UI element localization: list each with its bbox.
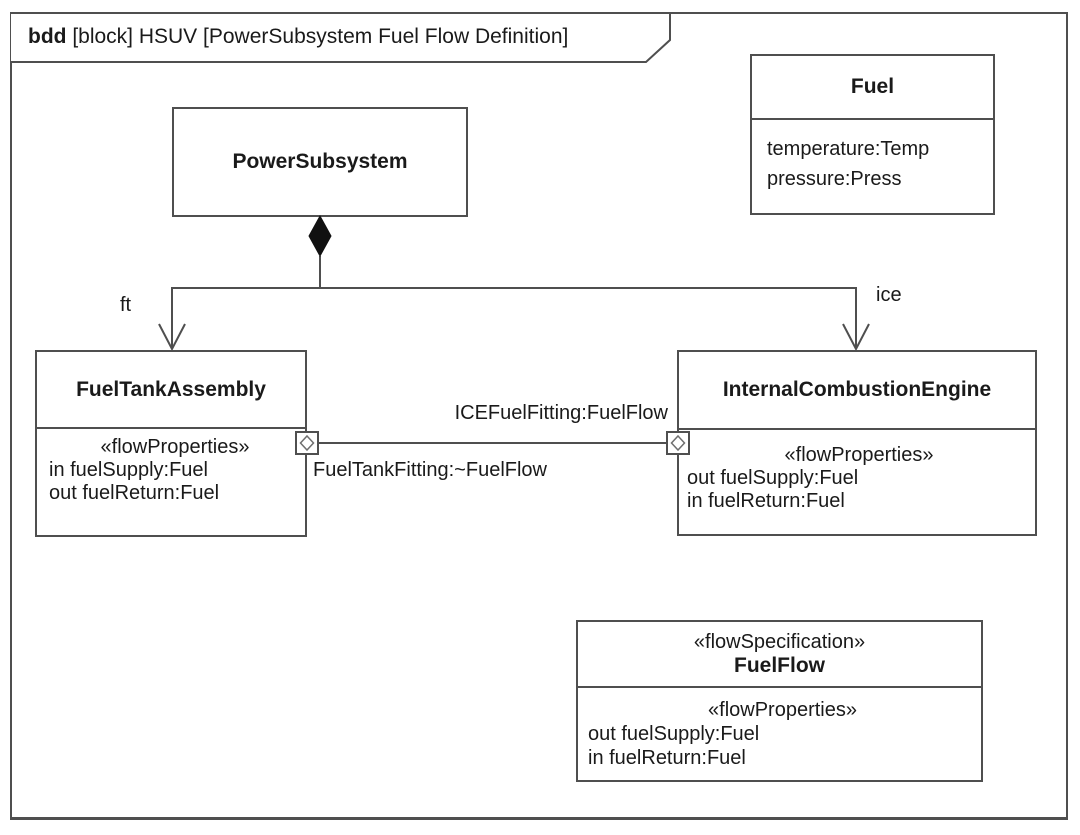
stereotype-label: «flowProperties» [784,444,934,466]
block-title: InternalCombustionEngine [722,378,992,401]
flow-property-item: in fuelReturn:Fuel [687,490,845,512]
diagram-kind-keyword: bdd [28,25,67,48]
block-title: Fuel [850,75,895,98]
block-compartment: «flowProperties» out fuelSupply:Fuel in … [679,430,1035,534]
block-compartment: «flowProperties» out fuelSupply:Fuel in … [578,688,981,780]
flow-property-item: out fuelSupply:Fuel [687,467,859,489]
block-title: FuelFlow [734,653,825,677]
role-label-ft: ft [120,294,132,316]
flow-property-item: out fuelReturn:Fuel [49,482,220,504]
diagram-title: bdd [block] HSUV [PowerSubsystem Fuel Fl… [28,25,568,49]
block-header: Fuel [752,56,993,120]
attribute-item: pressure:Press [767,168,902,190]
connector-end-label-top: ICEFuelFitting:FuelFlow [454,402,668,424]
block-fuel-tank-assembly[interactable]: FuelTankAssembly «flowProperties» in fue… [35,350,307,537]
block-power-subsystem[interactable]: PowerSubsystem [172,107,468,217]
block-internal-combustion-engine[interactable]: InternalCombustionEngine «flowProperties… [677,350,1037,536]
block-title: PowerSubsystem [232,150,408,173]
block-compartment: temperature:Temp pressure:Press [752,120,993,213]
block-header: «flowSpecification» FuelFlow [578,622,981,688]
block-header: PowerSubsystem [174,109,466,215]
stereotype-label: «flowProperties» [100,436,250,458]
block-compartment: «flowProperties» in fuelSupply:Fuel out … [37,429,305,535]
flow-property-item: in fuelSupply:Fuel [49,459,208,481]
block-header: InternalCombustionEngine [679,352,1035,430]
block-fuel[interactable]: Fuel temperature:Temp pressure:Press [750,54,995,215]
flow-property-item: in fuelReturn:Fuel [588,747,746,769]
attribute-item: temperature:Temp [767,138,930,160]
block-header: FuelTankAssembly [37,352,305,429]
connector-end-label-bottom: FuelTankFitting:~FuelFlow [313,459,547,481]
diagram-title-rest: [block] HSUV [PowerSubsystem Fuel Flow D… [66,25,569,48]
flow-property-item: out fuelSupply:Fuel [588,723,760,745]
stereotype-label: «flowProperties» [708,699,857,721]
role-label-ice: ice [876,284,902,306]
block-title: FuelTankAssembly [76,377,266,401]
stereotype-label: «flowSpecification» [693,630,866,653]
block-fuel-flow[interactable]: «flowSpecification» FuelFlow «flowProper… [576,620,983,782]
